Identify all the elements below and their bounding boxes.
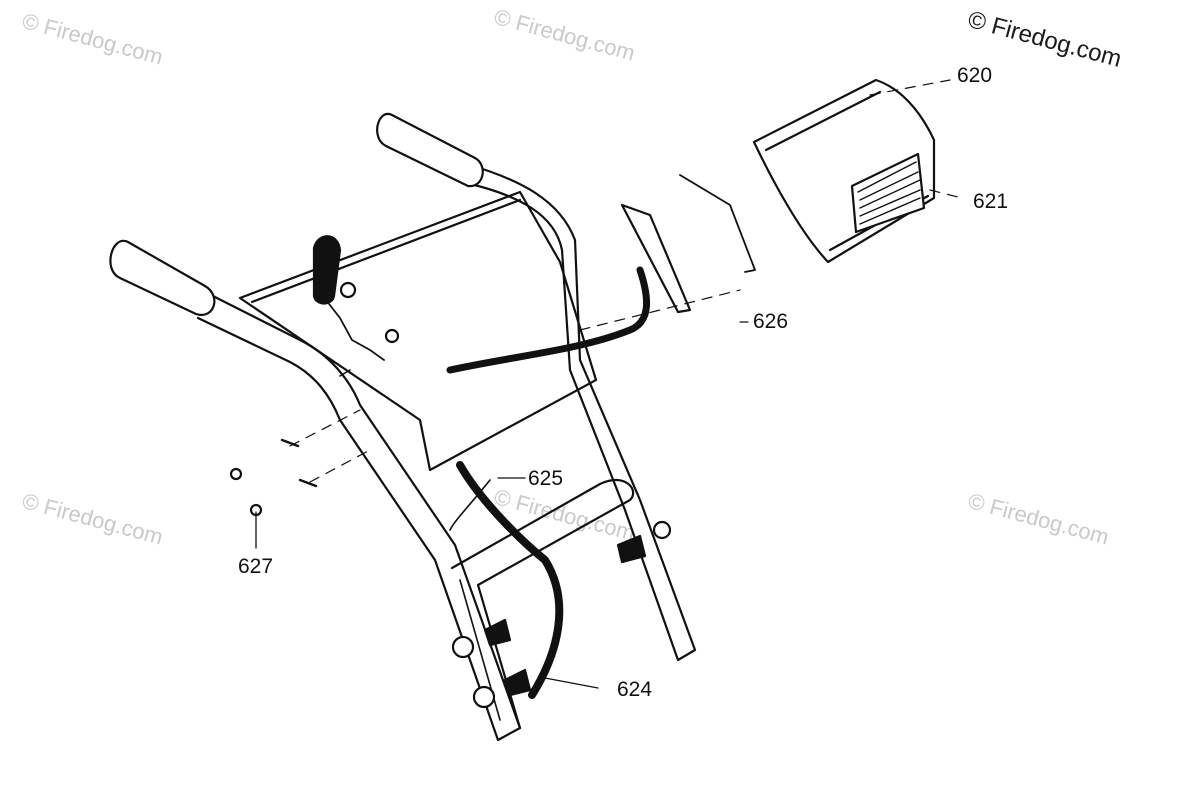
light-bracket — [620, 174, 756, 314]
callout-620: 620 — [957, 64, 992, 87]
callout-624: 624 — [617, 678, 652, 701]
callout-leaders — [255, 477, 599, 689]
right-handle-tube — [460, 163, 697, 662]
wiring-harness — [446, 266, 651, 699]
leader-lines — [289, 79, 963, 483]
control-lever — [312, 235, 400, 361]
control-panel — [238, 190, 598, 472]
left-handle-grip — [109, 239, 216, 317]
callout-621: 621 — [973, 190, 1008, 213]
right-handle-grip — [376, 112, 484, 188]
callout-627: 627 — [238, 555, 273, 578]
callout-626: 626 — [753, 310, 788, 333]
headlight-lens — [850, 152, 926, 234]
bracket-bolts — [451, 520, 672, 709]
loose-hardware — [229, 438, 318, 517]
callout-625: 625 — [528, 467, 563, 490]
